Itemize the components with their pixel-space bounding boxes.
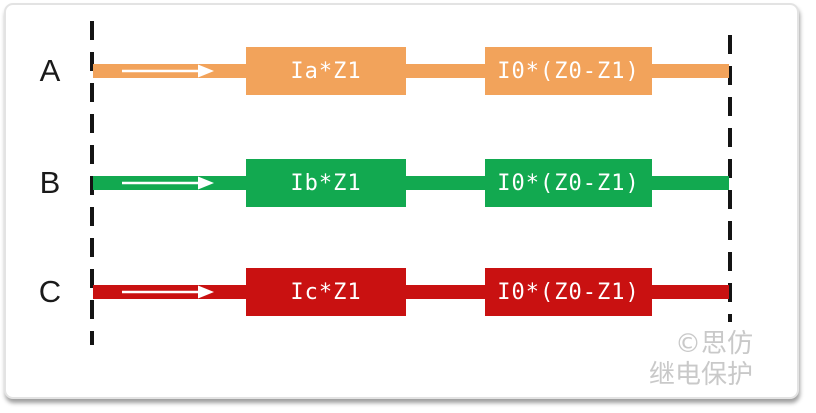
phase-a-impedance-box-z0z1: I0*(Z0-Z1) [485,47,652,95]
phase-c-impedance-z0z1-label: I0*(Z0-Z1) [497,279,640,305]
phase-c-impedance-box-z0z1: I0*(Z0-Z1) [485,268,652,316]
phase-row-b: B Ib*Z1 I0*(Z0-Z1) [6,159,816,207]
phase-c-impedance-z1-label: Ic*Z1 [290,279,362,305]
phase-b-impedance-z1-label: Ib*Z1 [290,170,362,196]
phase-b-impedance-z0z1-label: I0*(Z0-Z1) [497,170,640,196]
watermark-line1: ©思仿 [674,329,753,359]
phase-row-a: A Ia*Z1 I0*(Z0-Z1) [6,47,816,95]
phase-a-impedance-box-z1: Ia*Z1 [246,47,406,95]
phase-b-impedance-box-z0z1: I0*(Z0-Z1) [485,159,652,207]
phase-c-impedance-box-z1: Ic*Z1 [246,268,406,316]
diagram-card: A Ia*Z1 I0*(Z0-Z1) B Ib*Z1 [4,3,799,399]
right-boundary-dashed-line [728,35,732,322]
phase-row-c: C Ic*Z1 I0*(Z0-Z1) [6,268,816,316]
phase-a-impedance-z0z1-label: I0*(Z0-Z1) [497,58,640,84]
left-boundary-dashed-line [90,21,94,345]
phase-b-impedance-box-z1: Ib*Z1 [246,159,406,207]
watermark: ©思仿 继电保护 [649,329,753,391]
phase-b-label: B [39,165,61,200]
watermark-line2: 继电保护 [648,360,753,390]
flow-arrow-icon [122,176,214,190]
phase-a-impedance-z1-label: Ia*Z1 [290,58,362,84]
flow-arrow-icon [122,64,214,78]
phase-c-label: C [38,274,62,309]
flow-arrow-icon [122,285,214,299]
phase-a-label: A [39,53,61,88]
